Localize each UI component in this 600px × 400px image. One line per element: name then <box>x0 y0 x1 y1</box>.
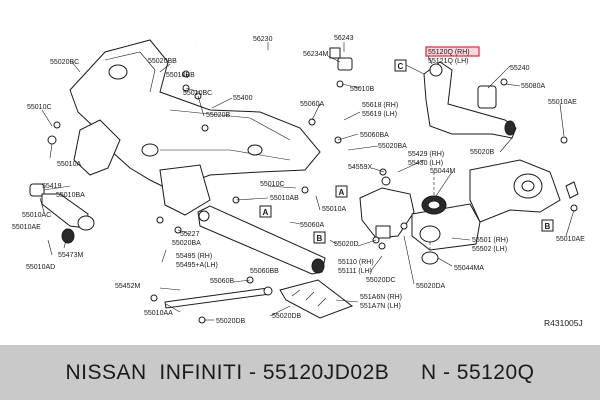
callout-55010BB[interactable]: 55010BB <box>166 72 195 79</box>
callout-55020BC[interactable]: 55020BC <box>50 59 79 66</box>
callout-55227[interactable]: 55227 <box>180 231 200 238</box>
callout-551A6N-rh[interactable]: 551A6N (RH) <box>360 294 402 301</box>
callout-55010AB[interactable]: 55010AB <box>270 195 299 202</box>
exploded-diagram: 56230 56243 56234M 55010B 55020BC 55020B… <box>12 35 585 328</box>
box-marker-a-2: A <box>259 205 272 218</box>
callout-56230[interactable]: 56230 <box>253 36 273 43</box>
callout-55110-rh[interactable]: 55110 (RH) <box>338 259 374 266</box>
callout-55010BA-left[interactable]: 55010BA <box>56 192 85 199</box>
callout-55020DC[interactable]: 55020DC <box>366 277 396 284</box>
callout-55495-rh[interactable]: 55495 (RH) <box>176 253 212 260</box>
box-marker-c: C <box>394 59 407 72</box>
left-lateral-link <box>29 121 95 256</box>
lower-shield <box>279 279 354 319</box>
callout-55120Q-rh[interactable]: 55120Q (RH) <box>428 49 470 56</box>
callout-55400[interactable]: 55400 <box>233 95 253 102</box>
callout-55495A-lh[interactable]: 55495+A(LH) <box>176 262 218 269</box>
callout-55473M[interactable]: 55473M <box>58 252 83 259</box>
callout-56234M[interactable]: 56234M <box>303 51 328 58</box>
svg-text:C: C <box>398 62 404 71</box>
callout-55010C-mid[interactable]: 55010C <box>260 181 285 188</box>
callout-labels: 56230 56243 56234M 55010B 55020BC 55020B… <box>12 35 585 325</box>
callout-55010C-left[interactable]: 55010C <box>27 104 52 111</box>
callout-55419[interactable]: 55419 <box>42 183 62 190</box>
callout-55020DA[interactable]: 55020DA <box>416 283 446 290</box>
box-marker-b-2: B <box>541 219 554 232</box>
callout-55452M[interactable]: 55452M <box>115 283 140 290</box>
callout-551A7N-lh[interactable]: 551A7N (LH) <box>360 303 401 310</box>
bump-stopper <box>477 85 497 109</box>
callout-55502-lh[interactable]: 55502 (LH) <box>472 246 507 253</box>
callout-55060A-mid[interactable]: 55060A <box>300 222 324 229</box>
callout-55020BB[interactable]: 55020BB <box>148 58 177 65</box>
callout-55020DB-1[interactable]: 55020DB <box>216 318 246 325</box>
callout-55010AC[interactable]: 55010AC <box>22 212 51 219</box>
callout-56243[interactable]: 56243 <box>334 35 354 42</box>
rear-axle-knuckle <box>469 159 579 223</box>
rear-suspension-member <box>69 39 321 216</box>
lower-link <box>197 205 326 275</box>
callout-55060BA[interactable]: 55060BA <box>360 132 389 139</box>
callout-55618[interactable]: 55618 (RH) <box>362 102 398 109</box>
leader-lines <box>39 42 575 321</box>
callout-55429[interactable]: 55429 (RH) <box>408 151 444 158</box>
part-number-banner: NISSAN INFINITI - 55120JD02B N - 55120Q <box>0 345 600 400</box>
callout-55240[interactable]: 55240 <box>510 65 530 72</box>
callout-55020B-left[interactable]: 55020B <box>206 112 230 119</box>
callout-55111-lh[interactable]: 55111 (LH) <box>338 268 372 275</box>
svg-text:B: B <box>545 222 551 231</box>
callout-55010AE-right[interactable]: 55010AE <box>548 99 577 106</box>
lower-rod <box>164 286 273 309</box>
box-marker-a-1: A <box>335 185 348 198</box>
svg-text:B: B <box>317 234 323 243</box>
callout-55060A-top[interactable]: 55060A <box>300 101 324 108</box>
callout-55121Q-lh[interactable]: 55121Q (LH) <box>428 58 468 65</box>
callout-55044M[interactable]: 55044M <box>430 168 455 175</box>
callout-55010AE-bottom[interactable]: 55010AE <box>556 236 585 243</box>
callout-54559X[interactable]: 54559X <box>348 164 372 171</box>
callout-55010AA[interactable]: 55010AA <box>144 310 173 317</box>
callout-55010AE-left[interactable]: 55010AE <box>12 224 41 231</box>
svg-text:A: A <box>339 188 345 197</box>
callout-55060B[interactable]: 55060B <box>210 278 234 285</box>
callout-55010AD[interactable]: 55010AD <box>26 264 55 271</box>
callout-55501-rh[interactable]: 55501 (RH) <box>472 237 508 244</box>
callout-55044MA[interactable]: 55044MA <box>454 265 484 272</box>
stabilizer-bar <box>194 37 354 171</box>
box-marker-b-1: B <box>313 231 326 244</box>
fasteners <box>150 70 578 324</box>
callout-55430[interactable]: 55430 (LH) <box>408 160 443 167</box>
callout-55020DB-2[interactable]: 55020DB <box>272 313 302 320</box>
svg-text:A: A <box>263 208 269 217</box>
callout-55010A-mid[interactable]: 55010A <box>322 206 346 213</box>
callout-55619[interactable]: 55619 (LH) <box>362 111 397 118</box>
callout-55020BA-mid[interactable]: 55020BA <box>172 240 201 247</box>
callout-55020D[interactable]: 55020D <box>334 241 359 248</box>
knuckle-bracket <box>359 176 415 239</box>
callout-55020BA-top[interactable]: 55020BA <box>378 143 407 150</box>
callout-55020B-right[interactable]: 55020B <box>470 149 494 156</box>
lower-spring-seat-link <box>411 172 481 265</box>
callout-55010A-left[interactable]: 55010A <box>57 161 81 168</box>
highlight-marker <box>425 46 480 57</box>
callout-55060BB[interactable]: 55060BB <box>250 268 279 275</box>
callout-55080A[interactable]: 55080A <box>521 83 545 90</box>
callout-55010BC[interactable]: 55010BC <box>183 90 212 97</box>
callout-55010B[interactable]: 55010B <box>350 86 374 93</box>
diagram-reference-code: R431005J <box>544 318 583 328</box>
